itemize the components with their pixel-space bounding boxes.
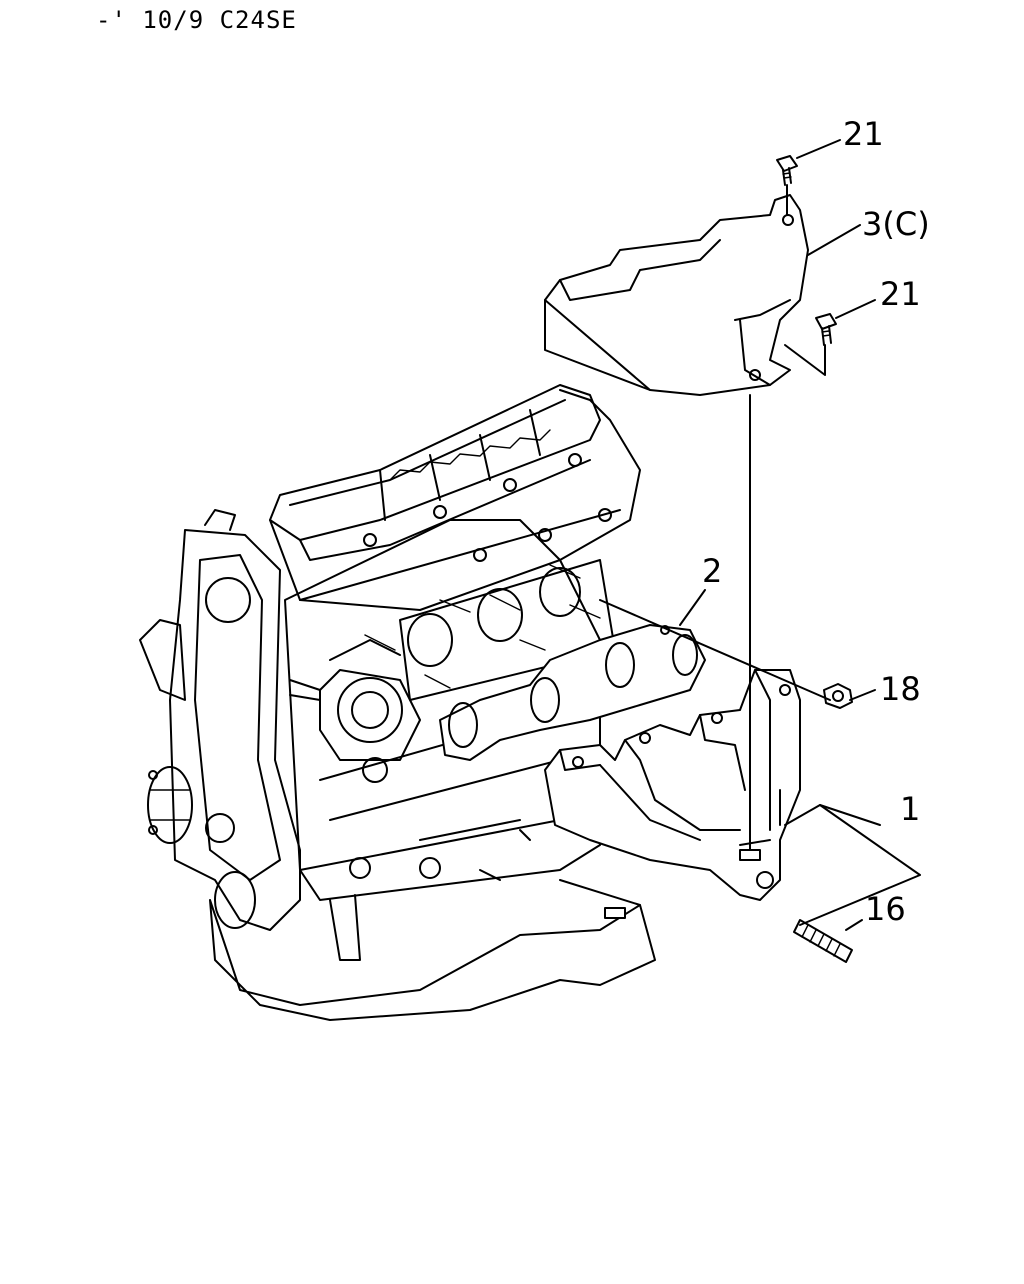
stud[interactable]	[793, 919, 853, 963]
leader-lines	[679, 139, 921, 931]
callout-18: 18	[880, 670, 921, 708]
alignment-lines	[599, 184, 831, 851]
nut[interactable]	[823, 683, 853, 709]
model-code: -' 10/9 C24SE	[96, 6, 297, 34]
bolt[interactable]	[815, 313, 837, 346]
callout-16: 16	[865, 890, 906, 928]
heat-shield[interactable]	[544, 194, 809, 396]
callout-2: 2	[702, 552, 722, 590]
callout-1: 1	[900, 790, 920, 828]
engine-assembly	[139, 384, 656, 1021]
bolt[interactable]	[776, 155, 798, 186]
callout-21-top: 21	[843, 115, 884, 153]
callout-21-mid: 21	[880, 275, 921, 313]
callout-3c: 3(C)	[862, 205, 930, 243]
